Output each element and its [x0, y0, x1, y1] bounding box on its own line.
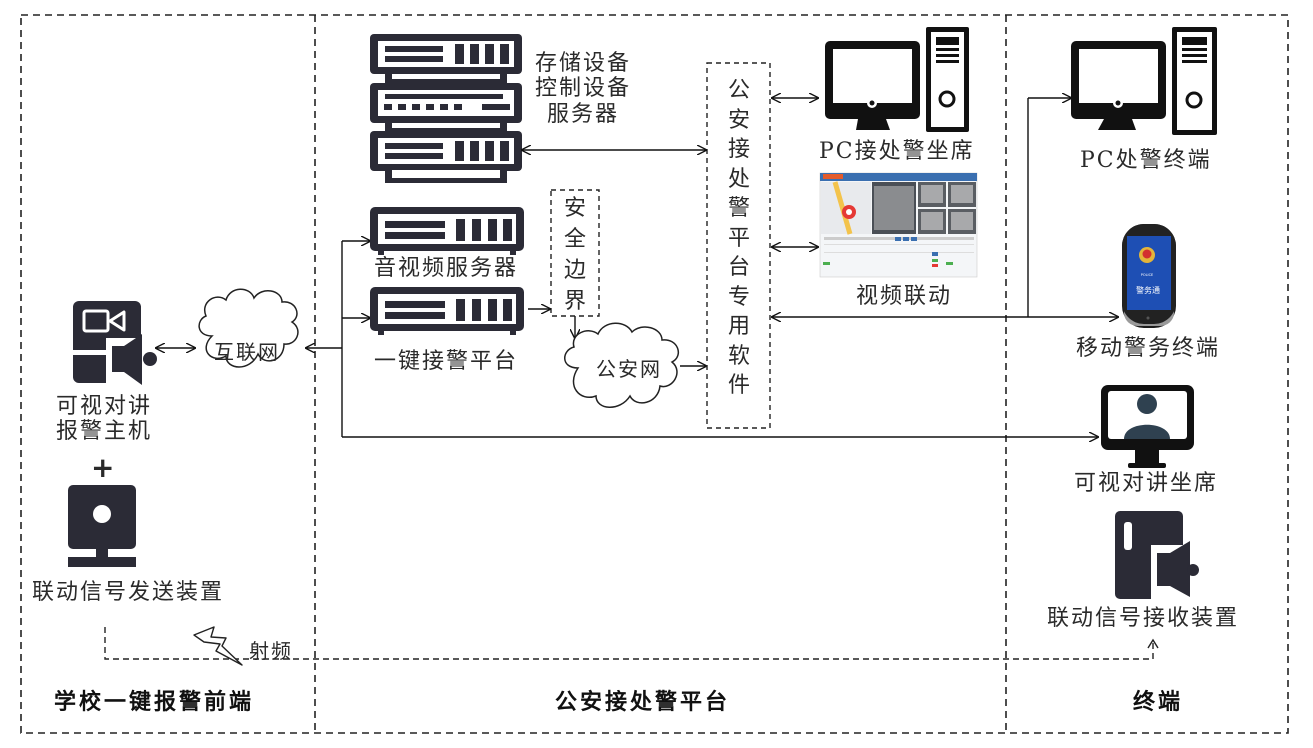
intercom-host-label: 可视对讲 报警主机 [54, 394, 154, 445]
av-server-icon [370, 207, 524, 255]
intercom-host-label-line1: 可视对讲 [55, 394, 152, 419]
rf-link [104, 627, 1154, 660]
intercom-host-label-line2: 报警主机 [55, 419, 152, 445]
one-key-platform-icon [370, 287, 524, 335]
intercom-seat-icon [1101, 385, 1194, 468]
signal-sender-label: 联动信号发送装置 [32, 580, 225, 605]
signal-sender-icon [68, 485, 136, 567]
one-key-platform-label: 一键接警平台 [374, 349, 519, 374]
plus-sign: + [91, 451, 117, 484]
pc-terminal-icon [1071, 27, 1217, 135]
internet-label: 互联网 [214, 340, 280, 364]
signal-receiver-label: 联动信号接收装置 [1047, 606, 1240, 631]
outer-frame [20, 14, 1289, 734]
intercom-seat-label: 可视对讲坐席 [1074, 471, 1219, 496]
section-frames [20, 14, 1289, 734]
mobile-terminal-icon [1122, 224, 1176, 328]
section-title-terminal: 终端 [1133, 690, 1184, 715]
storage-server-label-line1: 存储设备 [534, 51, 631, 76]
video-link-label: 视频联动 [856, 284, 953, 309]
signal-receiver-icon [1115, 511, 1199, 603]
terminal-feedback-line [772, 98, 1118, 317]
mobile-terminal-label: 移动警务终端 [1076, 336, 1221, 361]
video-linkage-screenshot [819, 172, 978, 278]
storage-server-label: 存储设备 控制设备 服务器 [528, 51, 638, 127]
software-box [706, 62, 771, 429]
av-server-label: 音视频服务器 [374, 256, 519, 281]
pc-terminal-label: PC处警终端 [1080, 148, 1212, 173]
server-rack-icon [370, 34, 522, 183]
storage-server-label-line2: 控制设备 [534, 76, 631, 102]
police-net-label: 公安网 [596, 357, 662, 381]
pc-seat-label: PC接处警坐席 [819, 139, 975, 164]
section-title-platform: 公安接处警平台 [555, 690, 731, 715]
pc-seat-icon [825, 27, 969, 132]
police-net-cloud [564, 322, 680, 408]
internet-cloud [198, 288, 299, 368]
software-label: 公安接处警平台专用软件 [727, 78, 750, 398]
security-boundary-label: 安全边界 [563, 196, 586, 314]
intercom-host-icon [73, 301, 157, 386]
phone-badge-text: POLICE [1141, 273, 1154, 277]
rf-label: 射频 [249, 639, 293, 663]
platform-bus [341, 241, 1098, 437]
lightning-icon [193, 626, 243, 666]
section-title-front-end: 学校一键报警前端 [54, 690, 255, 715]
phone-app-label: 警务通 [1136, 285, 1160, 295]
storage-server-label-line3: 服务器 [546, 101, 619, 127]
rf-arrowhead [1147, 638, 1159, 649]
